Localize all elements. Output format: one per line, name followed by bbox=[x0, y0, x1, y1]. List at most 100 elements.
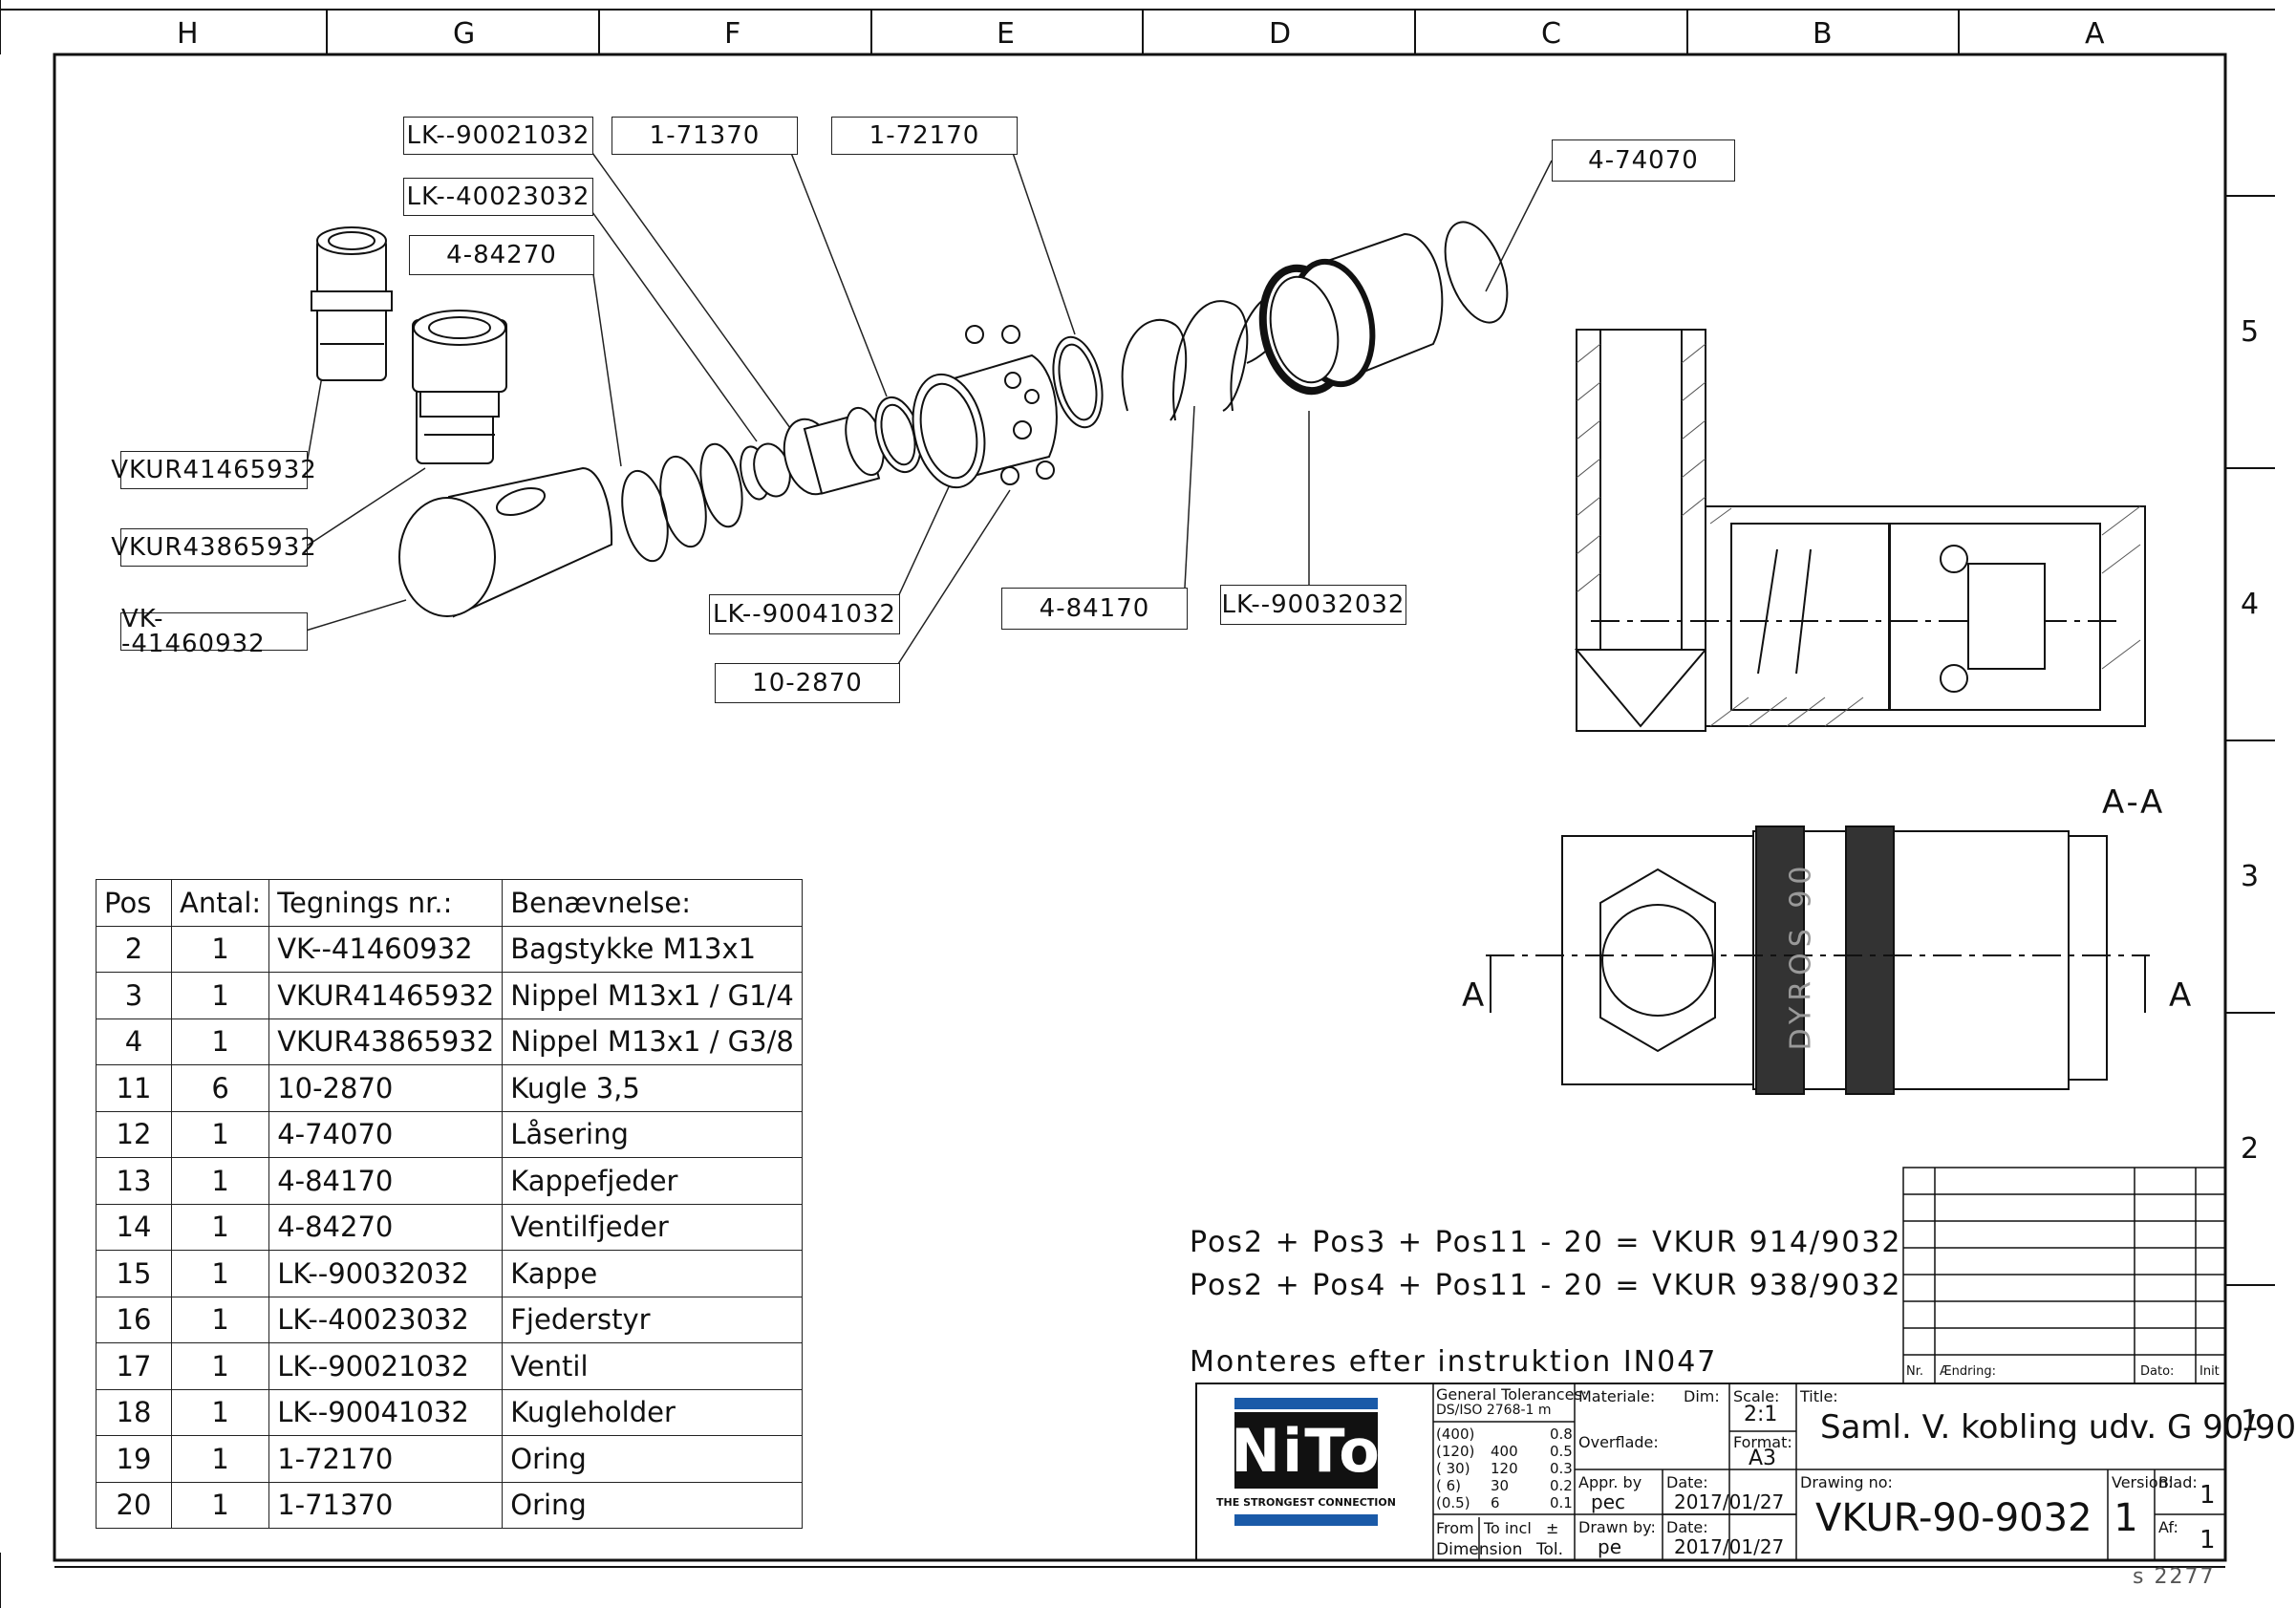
nipple-g38-part bbox=[412, 310, 507, 464]
drawing-border bbox=[53, 53, 2227, 1562]
logo-tagline: THE STRONGEST CONNECTION bbox=[1216, 1496, 1396, 1509]
tolerance-cell: 400 bbox=[1491, 1443, 1518, 1460]
description-cell: Oring bbox=[502, 1481, 803, 1529]
header-antal: Antal: bbox=[170, 879, 270, 927]
zone-label-top: D bbox=[1269, 17, 1292, 51]
header-pos: Pos bbox=[96, 879, 172, 927]
pos-cell: 20 bbox=[96, 1481, 172, 1529]
pos-cell: 11 bbox=[96, 1064, 172, 1112]
zone-label-top: G bbox=[453, 17, 476, 51]
scale-label: Scale: bbox=[1733, 1387, 1780, 1405]
valve-spring-part bbox=[621, 442, 770, 563]
tolerances-standard: DS/ISO 2768-1 m bbox=[1436, 1403, 1552, 1418]
drawing-number-label: Drawing no: bbox=[1800, 1473, 1893, 1491]
header-description: Benævnelse: bbox=[502, 879, 803, 927]
drawing-no-cell: VKUR43865932 bbox=[268, 1018, 504, 1065]
callout-484270: 4-84270 bbox=[409, 235, 594, 275]
qty-cell: 1 bbox=[170, 925, 270, 973]
drawn-by-value: pe bbox=[1598, 1535, 1621, 1558]
formula-line-2: Pos2 + Pos4 + Pos11 - 20 = VKUR 938/9032 bbox=[1190, 1269, 1902, 1302]
drawing-no-cell: 1-72170 bbox=[268, 1435, 504, 1483]
tolerance-cell: 0.5 bbox=[1550, 1443, 1573, 1460]
sheet-value: 1 bbox=[2199, 1481, 2216, 1510]
drawing-no-cell: VKUR41465932 bbox=[268, 972, 504, 1019]
of-label: Af: bbox=[2158, 1518, 2178, 1536]
tolerances-label: General Tolerances: bbox=[1436, 1385, 1588, 1404]
header-drawing-no: Tegnings nr.: bbox=[268, 879, 504, 927]
to-incl-label: To incl bbox=[1484, 1519, 1532, 1537]
qty-cell: 1 bbox=[170, 1388, 270, 1436]
logo-bar-bottom bbox=[1234, 1514, 1378, 1526]
drawing-no-cell: LK--90032032 bbox=[268, 1250, 504, 1297]
qty-cell: 1 bbox=[170, 1203, 270, 1251]
dimension-label: Dimension bbox=[1436, 1540, 1523, 1559]
drawing-title: Saml. V. kobling udv. G 90/90 bbox=[1820, 1408, 2296, 1447]
tolerance-cell: ( 30) bbox=[1436, 1460, 1470, 1477]
zone-label-right: 2 bbox=[2241, 1132, 2260, 1166]
description-cell: Oring bbox=[502, 1435, 803, 1483]
qty-cell: 1 bbox=[170, 1157, 270, 1205]
approved-by-label: Appr. by bbox=[1578, 1473, 1642, 1491]
qty-cell: 1 bbox=[170, 1481, 270, 1529]
pos-cell: 14 bbox=[96, 1203, 172, 1251]
description-cell: Kappefjeder bbox=[502, 1157, 803, 1205]
qty-cell: 6 bbox=[170, 1064, 270, 1112]
tolerance-cell: 6 bbox=[1491, 1494, 1500, 1512]
rev-date-label: Dato: bbox=[2140, 1364, 2175, 1379]
qty-cell: 1 bbox=[170, 1018, 270, 1065]
callout-vkur41465932: VKUR41465932 bbox=[111, 451, 316, 489]
approved-by-value: pec bbox=[1591, 1490, 1625, 1513]
leader-lines bbox=[305, 152, 1553, 665]
approval-date-label: Date: bbox=[1666, 1473, 1708, 1491]
pos-cell: 17 bbox=[96, 1342, 172, 1390]
drawn-by-label: Drawn by: bbox=[1578, 1518, 1656, 1536]
qty-cell: 1 bbox=[170, 1296, 270, 1343]
pos-cell: 16 bbox=[96, 1296, 172, 1343]
qty-cell: 1 bbox=[170, 972, 270, 1019]
tolerance-cell: 30 bbox=[1491, 1477, 1510, 1494]
callout-lk90021032: LK--90021032 bbox=[403, 117, 593, 155]
zone-label-right: 1 bbox=[2241, 1404, 2260, 1438]
logo-block bbox=[1234, 1412, 1378, 1489]
description-cell: Bagstykke M13x1 bbox=[502, 925, 803, 973]
callout-lk90041032: LK--90041032 bbox=[709, 594, 900, 634]
qty-cell: 1 bbox=[170, 1250, 270, 1297]
drawing-no-cell: 4-84170 bbox=[268, 1157, 504, 1205]
valve-part bbox=[783, 406, 885, 496]
pos-cell: 2 bbox=[96, 925, 172, 973]
tolerance-cell: 0.1 bbox=[1550, 1494, 1573, 1512]
drawing-no-cell: 10-2870 bbox=[268, 1064, 504, 1112]
section-view bbox=[1574, 329, 2146, 732]
version-label: Version: bbox=[2112, 1473, 2174, 1491]
section-cut-label-left: A bbox=[1462, 976, 1485, 1015]
zone-label-right: 3 bbox=[2241, 860, 2260, 893]
logo-bar-top bbox=[1234, 1398, 1378, 1409]
pos-cell: 12 bbox=[96, 1110, 172, 1158]
callout-lk90032032: LK--90032032 bbox=[1220, 585, 1406, 625]
qty-cell: 1 bbox=[170, 1110, 270, 1158]
drawing-no-cell: LK--90041032 bbox=[268, 1388, 504, 1436]
title-label: Title: bbox=[1800, 1387, 1838, 1405]
description-cell: Nippel M13x1 / G1/4 bbox=[502, 972, 803, 1019]
pos-cell: 18 bbox=[96, 1388, 172, 1436]
rev-change-label: Ændring: bbox=[1940, 1364, 1996, 1379]
nito-logo: NiTo bbox=[1231, 1415, 1382, 1486]
drawing-no-cell: LK--40023032 bbox=[268, 1296, 504, 1343]
sheet-label: Blad: bbox=[2158, 1473, 2198, 1491]
drawing-no-cell: VK--41460932 bbox=[268, 925, 504, 973]
locking-ring-part bbox=[1444, 221, 1509, 324]
from-label: From bbox=[1436, 1519, 1474, 1537]
zone-label-top: E bbox=[997, 17, 1015, 51]
drawn-date-value: 2017/01/27 bbox=[1674, 1535, 1785, 1558]
pos-cell: 3 bbox=[96, 972, 172, 1019]
surface-label: Overflade: bbox=[1578, 1433, 1659, 1451]
callout-172170: 1-72170 bbox=[831, 117, 1018, 155]
pos-cell: 19 bbox=[96, 1435, 172, 1483]
zone-label-top: F bbox=[724, 17, 741, 51]
